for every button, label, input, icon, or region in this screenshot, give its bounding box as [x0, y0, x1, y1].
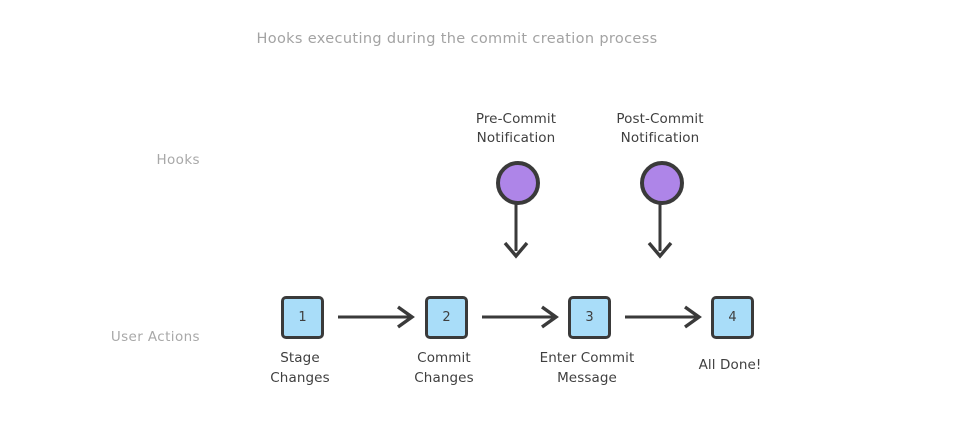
step-caption-2: Commit Changes	[374, 348, 514, 388]
hook-caption-post-commit-line1: Post-Commit	[616, 111, 704, 127]
hook-caption-post-commit: Post-Commit Notification	[590, 110, 730, 148]
hook-caption-pre-commit: Pre-Commit Notification	[446, 110, 586, 148]
step-caption-1: Stage Changes	[230, 348, 370, 388]
step-box-2[interactable]: 2	[425, 296, 468, 339]
step-number-3: 3	[585, 310, 594, 325]
hook-arrow-pre-commit	[503, 203, 529, 259]
step-caption-1-line1: Stage	[280, 350, 320, 366]
flow-arrow-3-to-4	[625, 305, 702, 329]
step-box-1[interactable]: 1	[281, 296, 324, 339]
flow-arrow-1-to-2	[338, 305, 415, 329]
step-caption-2-line1: Commit	[417, 350, 471, 366]
step-caption-1-line2: Changes	[270, 370, 330, 386]
hook-caption-pre-commit-line1: Pre-Commit	[475, 111, 557, 127]
step-box-3[interactable]: 3	[568, 296, 611, 339]
hook-circle-post-commit[interactable]	[640, 161, 684, 205]
lane-label-hooks: Hooks	[156, 152, 200, 168]
diagram-title: Hooks executing during the commit creati…	[256, 31, 658, 47]
step-number-2: 2	[442, 310, 451, 325]
step-caption-3-line2: Message	[557, 370, 617, 386]
step-number-1: 1	[298, 310, 307, 325]
step-caption-3: Enter Commit Message	[517, 348, 657, 388]
lane-label-user-actions: User Actions	[110, 329, 200, 345]
step-caption-4: All Done!	[660, 355, 800, 375]
hook-circle-pre-commit[interactable]	[496, 161, 540, 205]
hook-caption-post-commit-line2: Notification	[620, 130, 700, 146]
step-number-4: 4	[728, 310, 737, 325]
hook-node-post-commit[interactable]	[638, 161, 684, 259]
hook-arrow-post-commit	[647, 203, 673, 259]
step-caption-3-line1: Enter Commit	[539, 350, 635, 366]
hook-caption-pre-commit-line2: Notification	[476, 130, 556, 146]
step-caption-2-line2: Changes	[414, 370, 474, 386]
flow-arrow-2-to-3	[482, 305, 559, 329]
step-box-4[interactable]: 4	[711, 296, 754, 339]
hook-node-pre-commit[interactable]	[494, 161, 540, 259]
step-caption-4-line1: All Done!	[698, 357, 762, 373]
